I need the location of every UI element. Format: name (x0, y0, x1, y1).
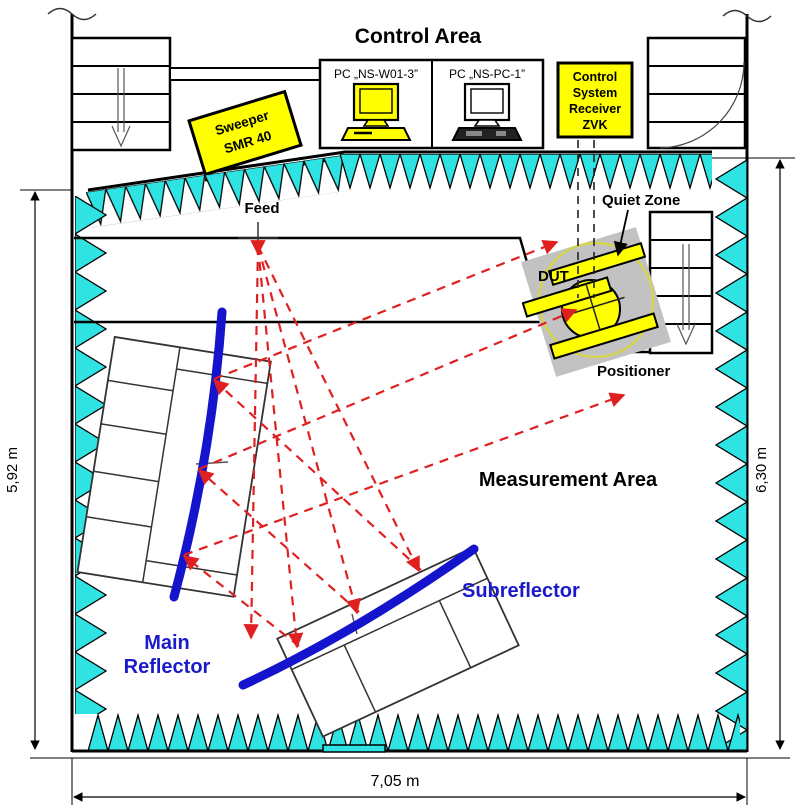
dim-bottom-label: 7,05 m (371, 773, 420, 790)
ray-sub-main-2 (197, 468, 360, 613)
main-reflector-label-1: Main (144, 632, 190, 654)
quiet-zone-pointer (613, 209, 629, 257)
subreflector-label: Subreflector (462, 580, 580, 602)
absorber-floor (88, 713, 740, 751)
feed-label: Feed (244, 200, 279, 217)
control-floor (87, 150, 712, 192)
ray-feed-sub-1 (243, 245, 260, 640)
ray-main-dut-2 (198, 308, 578, 471)
dimension-right: 6,30 m (712, 157, 795, 750)
pc1-label: PC „NS-W01-3” (334, 67, 418, 81)
ray-main-dut-3 (183, 392, 626, 557)
ray-feed-sub-4 (257, 245, 420, 573)
subreflector-support (276, 546, 520, 738)
stairs-down-arrow-icon (111, 68, 131, 148)
pc2-computer-icon (451, 82, 523, 141)
absorber-ceiling (340, 154, 712, 190)
dim-left-label: 5,92 m (4, 447, 21, 493)
ray-main-dut-1 (213, 239, 559, 381)
stairs-top-right (646, 36, 747, 150)
absorber-flat-strip (322, 744, 386, 753)
beam-rays (182, 239, 626, 649)
receiver-line3: Receiver (569, 102, 621, 116)
dut-label: DUT (538, 268, 569, 285)
stairs-top-left (70, 36, 172, 152)
control-desk (169, 67, 321, 81)
pc1-computer-icon (340, 82, 412, 141)
wall-break-right-icon (722, 9, 772, 23)
absorber-ceiling-sloped (86, 154, 349, 228)
dimension-left: 5,92 m (4, 189, 72, 750)
measurement-area-label: Measurement Area (479, 469, 658, 491)
control-area-title: Control Area (355, 25, 482, 48)
ray-sub-main-3 (182, 555, 300, 647)
quiet-zone-label: Quiet Zone (602, 192, 680, 209)
absorber-right-wall (714, 160, 747, 750)
receiver-line4: ZVK (583, 118, 608, 132)
receiver-box: Control System Receiver ZVK (556, 61, 634, 139)
pc-cabinet: PC „NS-W01-3” PC „NS-PC-1” (318, 58, 545, 150)
subreflector-surface (238, 544, 479, 690)
sweeper-box: Sweeper SMR 40 (187, 89, 303, 177)
wall-break-left-icon (47, 7, 97, 21)
dut-bar-bottom (549, 312, 659, 360)
receiver-line1: Control (573, 70, 617, 84)
dim-right-label: 6,30 m (753, 447, 770, 493)
ray-feed-sub-2 (256, 245, 304, 649)
receiver-line2: System (573, 86, 617, 100)
dut-bar-middle (521, 276, 613, 318)
dimension-bottom: 7,05 m (30, 757, 790, 805)
stairs-down-arrow2-icon (676, 244, 696, 346)
main-reflector-label-2: Reflector (124, 656, 211, 678)
pc2-label: PC „NS-PC-1” (449, 67, 525, 81)
main-reflector-support (76, 335, 272, 598)
door-swing-arc (659, 61, 745, 149)
positioner-label: Positioner (597, 363, 671, 380)
